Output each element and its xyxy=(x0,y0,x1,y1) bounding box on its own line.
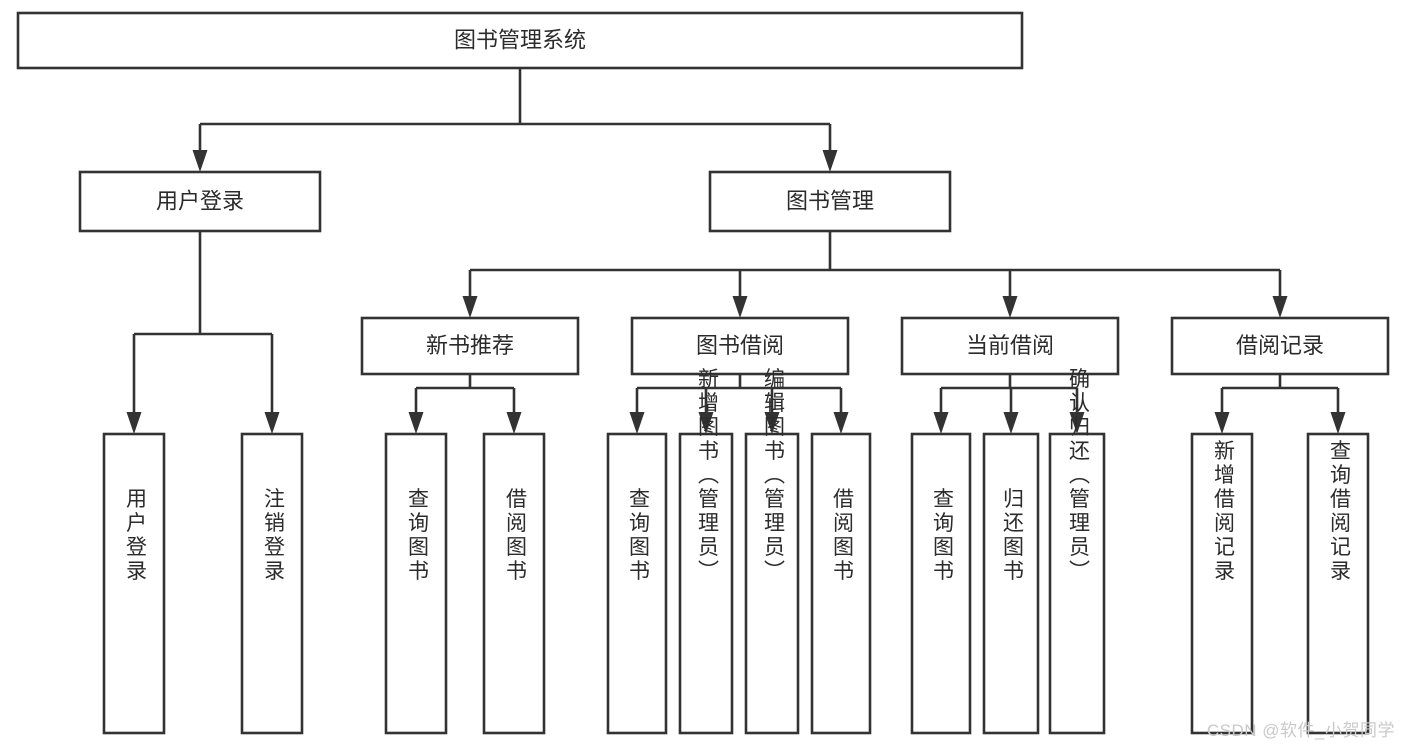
node-leaf-query-book-bor[interactable]: 查询图书 xyxy=(606,432,668,735)
edge-group-user-login xyxy=(126,231,280,434)
node-box xyxy=(78,170,322,233)
node-label: 借阅记录 xyxy=(1236,333,1324,358)
node-box xyxy=(708,170,952,233)
arrow-head-icon xyxy=(1214,412,1230,434)
arrow-head-icon xyxy=(764,412,780,434)
node-book-manage[interactable]: 图书管理 xyxy=(708,170,952,233)
arrow-head-icon xyxy=(1002,296,1018,318)
arrow-head-icon xyxy=(822,150,838,172)
node-leaf-user-logout[interactable]: 注销登录 xyxy=(240,432,304,735)
node-box xyxy=(482,432,546,735)
node-box xyxy=(900,316,1120,376)
node-leaf-return-book[interactable]: 归还图书 xyxy=(982,432,1040,735)
node-label: 新增借阅记录 xyxy=(1211,440,1235,584)
node-box xyxy=(910,432,972,735)
edge-group-root xyxy=(192,68,838,172)
edge-group-borrow-record xyxy=(1214,374,1346,434)
node-box xyxy=(630,316,850,376)
node-box xyxy=(1190,432,1254,735)
node-label: 图书管理系统 xyxy=(454,27,586,52)
node-label: 图书借阅 xyxy=(696,333,784,358)
edge-group-book-manage xyxy=(462,231,1288,318)
arrow-head-icon xyxy=(192,150,208,172)
node-leaf-add-book-admin[interactable]: 新增图书（管理员） xyxy=(678,368,734,735)
node-borrow-record[interactable]: 借阅记录 xyxy=(1170,316,1390,376)
arrow-head-icon xyxy=(833,412,849,434)
node-label: 新增图书（管理员） xyxy=(695,368,719,584)
node-leaf-user-login[interactable]: 用户登录 xyxy=(102,432,166,735)
node-label: 查询图书 xyxy=(930,488,954,584)
arrow-head-icon xyxy=(933,412,949,434)
node-leaf-query-borrow-record[interactable]: 查询借阅记录 xyxy=(1306,432,1370,735)
node-label: 编辑图书（管理员） xyxy=(761,368,785,584)
node-leaf-borrow-book-bor[interactable]: 借阅图书 xyxy=(810,432,872,735)
node-leaf-add-borrow-record[interactable]: 新增借阅记录 xyxy=(1190,432,1254,735)
arrow-head-icon xyxy=(1069,412,1085,434)
node-box xyxy=(1048,432,1106,735)
node-box xyxy=(1306,432,1370,735)
edge-group-current-borrow xyxy=(933,374,1085,434)
connector-layer xyxy=(126,68,1346,434)
node-leaf-confirm-return-admin[interactable]: 确认归还（管理员） xyxy=(1048,368,1106,735)
arrow-head-icon xyxy=(126,412,142,434)
edge-group-book-borrow xyxy=(629,374,849,434)
node-box xyxy=(606,432,668,735)
node-box xyxy=(678,432,734,735)
node-label: 当前借阅 xyxy=(966,333,1054,358)
arrow-head-icon xyxy=(629,412,645,434)
node-new-book-recommend[interactable]: 新书推荐 xyxy=(360,316,580,376)
watermark-label: CSDN @软件_小贺同学 xyxy=(1206,721,1395,740)
node-box xyxy=(1170,316,1390,376)
node-leaf-query-book-rec[interactable]: 查询图书 xyxy=(384,432,448,735)
node-box xyxy=(16,11,1024,70)
node-book-borrow[interactable]: 图书借阅 xyxy=(630,316,850,376)
node-leaf-query-book-cur[interactable]: 查询图书 xyxy=(910,432,972,735)
arrow-head-icon xyxy=(1272,296,1288,318)
node-user-login[interactable]: 用户登录 xyxy=(78,170,322,233)
node-leaf-edit-book-admin[interactable]: 编辑图书（管理员） xyxy=(744,368,800,735)
node-layer: 图书管理系统用户登录图书管理新书推荐图书借阅当前借阅借阅记录用户登录注销登录查询… xyxy=(16,11,1390,735)
node-label: 查询图书 xyxy=(626,488,650,584)
node-label: 新书推荐 xyxy=(426,333,514,358)
node-box xyxy=(744,432,800,735)
arrow-head-icon xyxy=(698,412,714,434)
node-label: 图书管理 xyxy=(786,188,874,213)
node-label: 借阅图书 xyxy=(830,488,854,584)
node-box xyxy=(102,432,166,735)
arrow-head-icon xyxy=(1330,412,1346,434)
node-box xyxy=(240,432,304,735)
arrow-head-icon xyxy=(264,412,280,434)
node-root[interactable]: 图书管理系统 xyxy=(16,11,1024,70)
node-label: 用户登录 xyxy=(123,488,147,584)
node-label: 确认归还（管理员） xyxy=(1066,368,1090,584)
node-box xyxy=(810,432,872,735)
edge-group-new-book-recommend xyxy=(408,374,522,434)
node-label: 归还图书 xyxy=(1000,488,1024,584)
arrow-head-icon xyxy=(1003,412,1019,434)
arrow-head-icon xyxy=(506,412,522,434)
node-box xyxy=(384,432,448,735)
arrow-head-icon xyxy=(732,296,748,318)
node-box xyxy=(360,316,580,376)
node-label: 借阅图书 xyxy=(503,488,527,584)
arrow-head-icon xyxy=(462,296,478,318)
node-label: 查询图书 xyxy=(405,488,429,584)
node-box xyxy=(982,432,1040,735)
arrow-head-icon xyxy=(408,412,424,434)
node-leaf-borrow-book-rec[interactable]: 借阅图书 xyxy=(482,432,546,735)
node-current-borrow[interactable]: 当前借阅 xyxy=(900,316,1120,376)
node-label: 查询借阅记录 xyxy=(1327,440,1351,584)
node-label: 注销登录 xyxy=(261,488,285,584)
node-label: 用户登录 xyxy=(156,188,244,213)
